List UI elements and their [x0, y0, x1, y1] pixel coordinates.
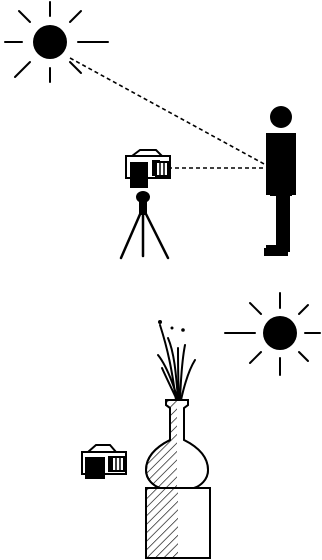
sun-icon — [5, 2, 108, 82]
vase-with-grass — [146, 400, 208, 488]
light-ray-dashed — [70, 58, 266, 165]
camera-icon — [82, 445, 126, 479]
camera-icon — [126, 150, 170, 188]
pedestal — [146, 488, 210, 558]
sun-icon — [225, 293, 320, 375]
bottom-panel — [82, 293, 320, 558]
top-panel — [5, 2, 296, 258]
person-figure — [264, 106, 296, 256]
grass-stalks — [158, 325, 195, 400]
tripod-icon — [121, 191, 168, 258]
